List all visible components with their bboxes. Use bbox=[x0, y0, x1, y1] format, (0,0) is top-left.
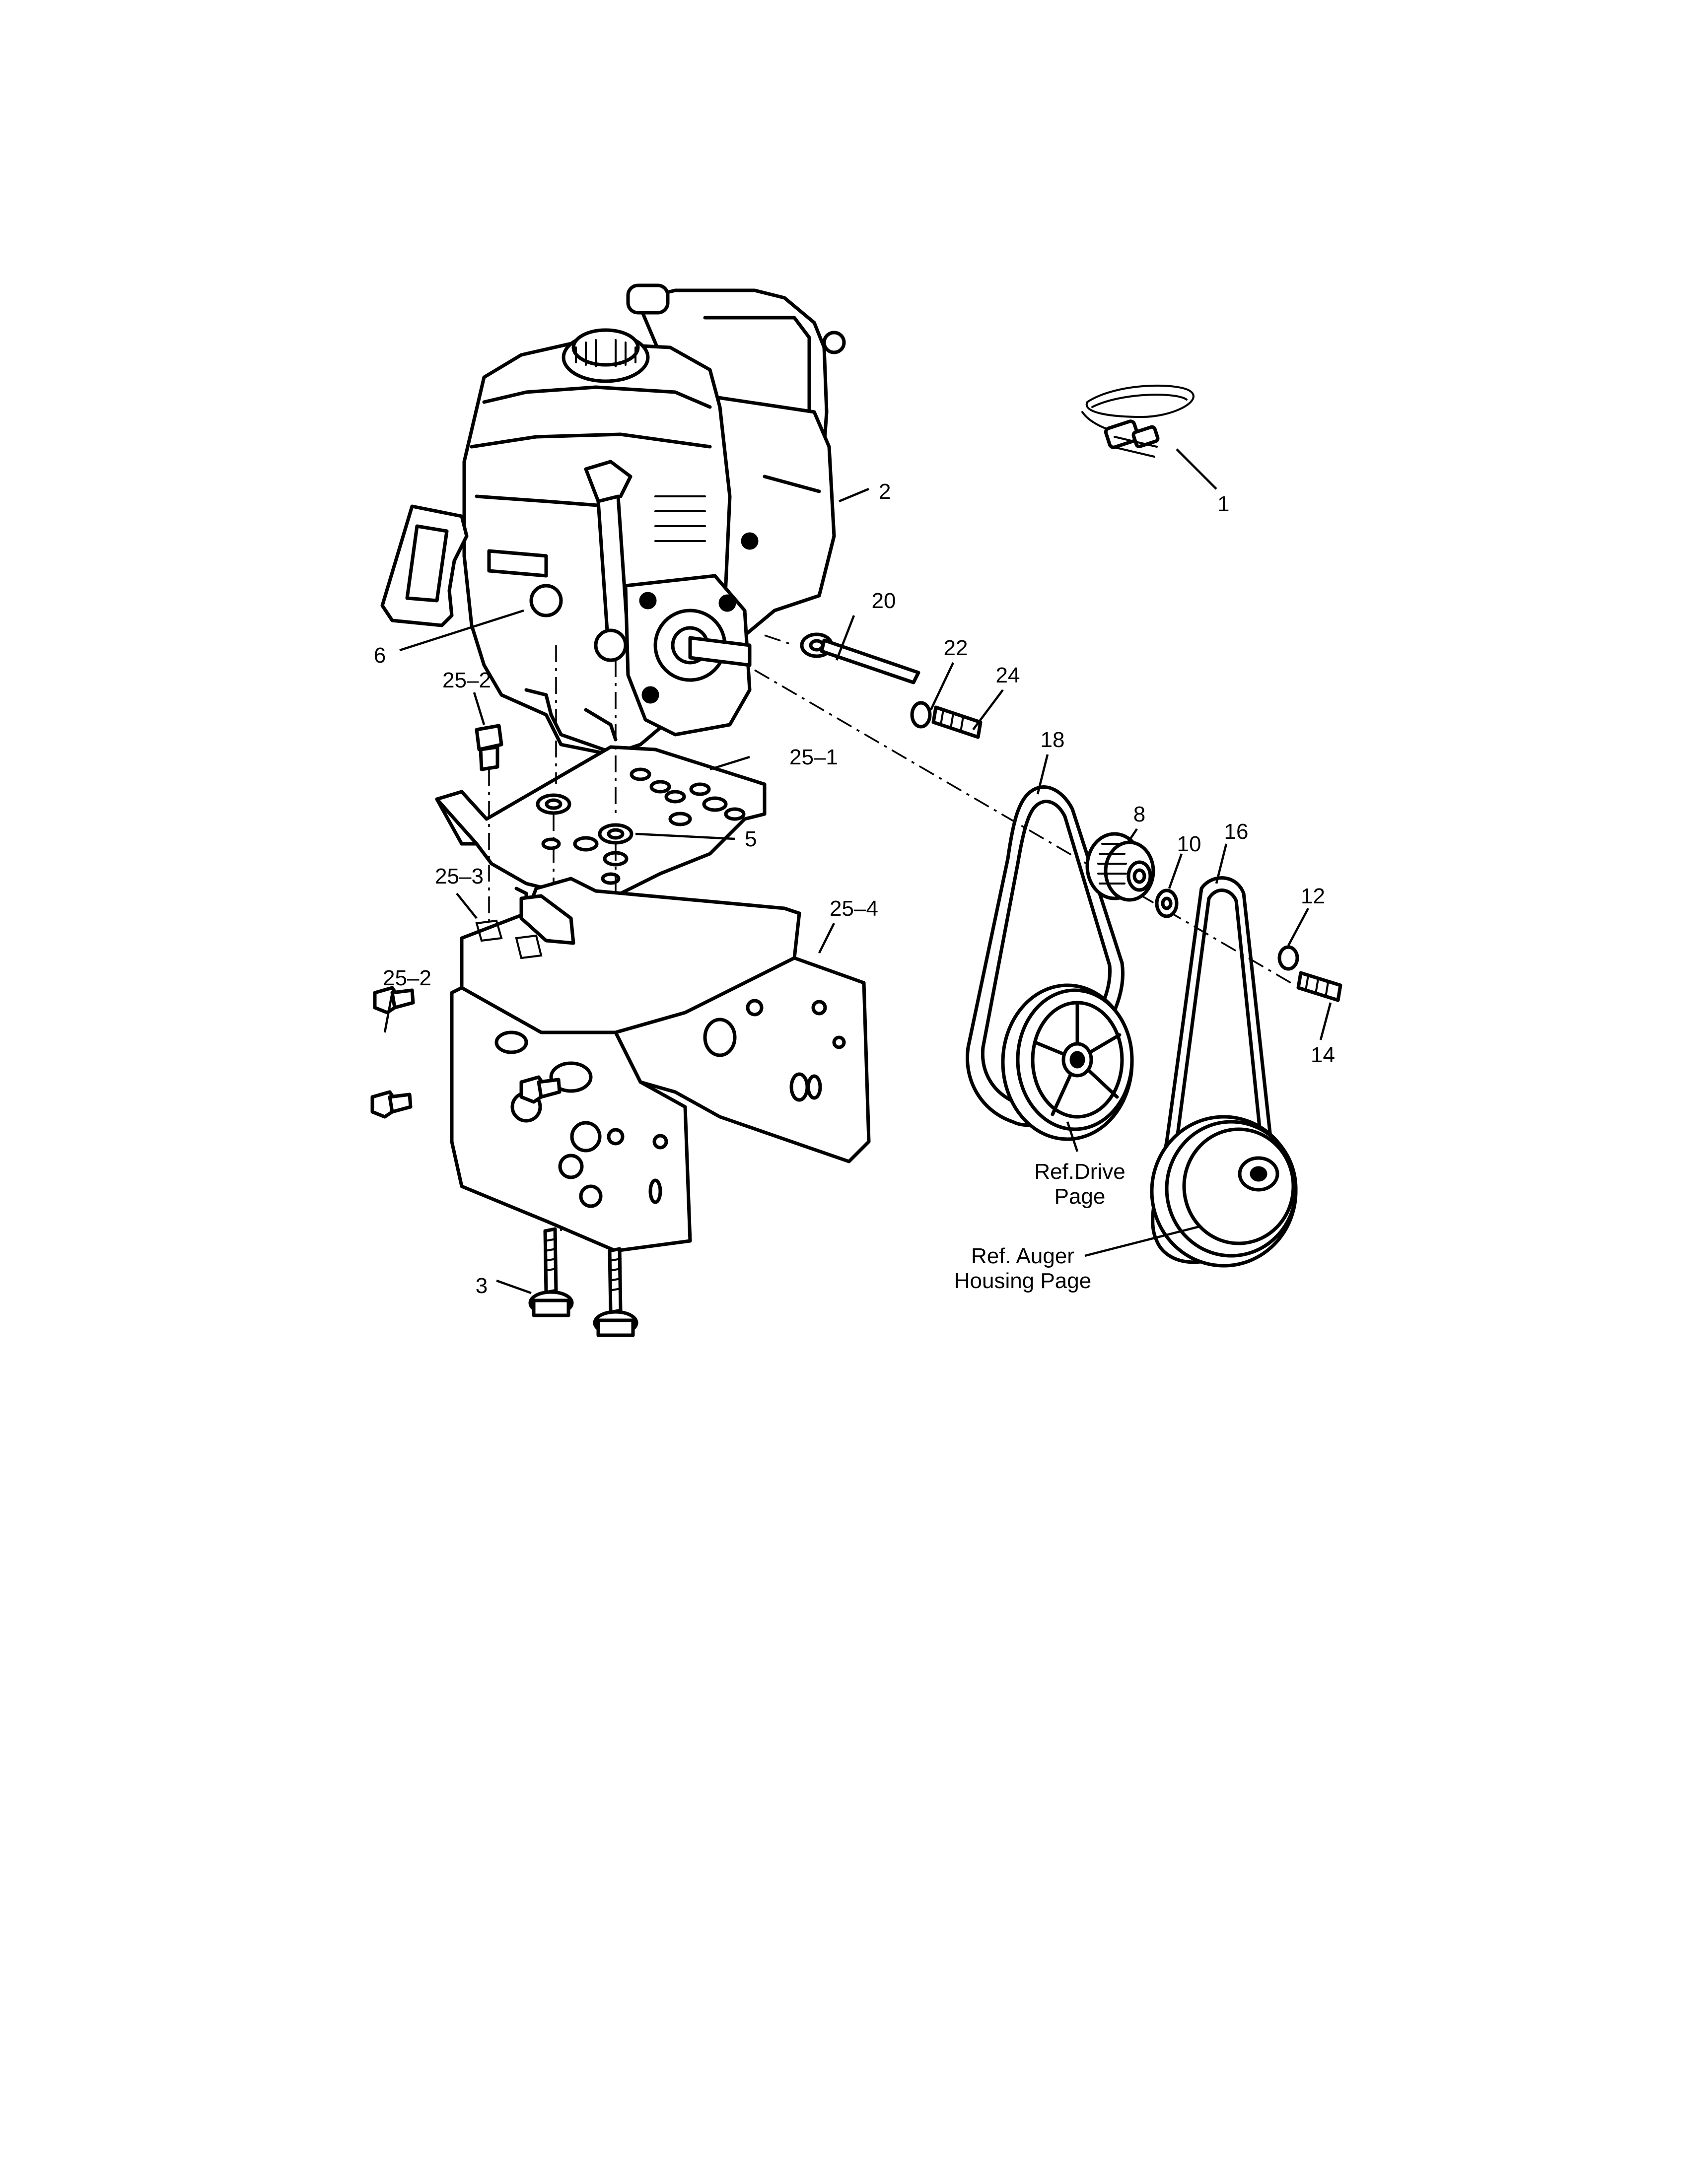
callout-18: 18 bbox=[1041, 728, 1065, 752]
bolt-3-right bbox=[593, 1247, 638, 1337]
ref-drive-line2: Page bbox=[1055, 1184, 1106, 1209]
callout-20: 20 bbox=[872, 589, 896, 613]
callout-25-2-top: 25–2 bbox=[442, 668, 491, 692]
ref-drive-line1: Ref.Drive bbox=[1034, 1160, 1125, 1184]
frame-bolt-upper bbox=[373, 986, 415, 1015]
bolt-24 bbox=[931, 705, 983, 739]
ignition-wire-harness bbox=[1081, 384, 1195, 458]
callout-6: 6 bbox=[374, 643, 386, 668]
ref-auger-line1: Ref. Auger bbox=[971, 1244, 1074, 1268]
shaft-key bbox=[820, 638, 920, 684]
mount-bolt-top bbox=[475, 724, 503, 771]
drive-pulley bbox=[1001, 983, 1134, 1141]
callout-25-3: 25–3 bbox=[435, 864, 484, 888]
frame-bolt-inner bbox=[519, 1075, 562, 1104]
leader-lines bbox=[383, 448, 1332, 1295]
callout-12: 12 bbox=[1301, 884, 1325, 908]
callout-14: 14 bbox=[1311, 1043, 1335, 1067]
lockwasher-left bbox=[536, 793, 571, 815]
auger-pulley bbox=[1150, 1115, 1298, 1268]
callout-10: 10 bbox=[1177, 832, 1201, 856]
callout-8: 8 bbox=[1133, 802, 1145, 826]
engine-pulley-8 bbox=[1085, 832, 1155, 902]
frame-assembly bbox=[450, 877, 871, 1253]
callout-5: 5 bbox=[745, 827, 757, 851]
frame-bolt-lower bbox=[370, 1090, 413, 1119]
engine-mount-plate bbox=[435, 724, 767, 900]
callout-3: 3 bbox=[476, 1274, 488, 1298]
callout-25-2-left: 25–2 bbox=[383, 966, 431, 990]
engine bbox=[380, 283, 846, 756]
spacer-22 bbox=[910, 701, 932, 729]
callout-22: 22 bbox=[944, 636, 968, 660]
lockwasher-right bbox=[598, 823, 633, 845]
callout-2: 2 bbox=[879, 479, 891, 504]
callout-25-4: 25–4 bbox=[830, 896, 878, 921]
ref-auger-line2: Housing Page bbox=[954, 1269, 1091, 1293]
callout-labels: 1 2 3 5 6 8 10 12 14 16 18 20 22 24 25–1… bbox=[374, 479, 1335, 1298]
callout-1: 1 bbox=[1217, 492, 1229, 516]
callout-16: 16 bbox=[1224, 819, 1249, 844]
callout-25-1: 25–1 bbox=[789, 745, 838, 769]
bolt-14 bbox=[1296, 971, 1342, 1002]
spacer-10 bbox=[1155, 888, 1179, 918]
callout-24: 24 bbox=[996, 663, 1020, 687]
washer-12 bbox=[1277, 945, 1299, 971]
bolt-3-left bbox=[528, 1227, 574, 1317]
